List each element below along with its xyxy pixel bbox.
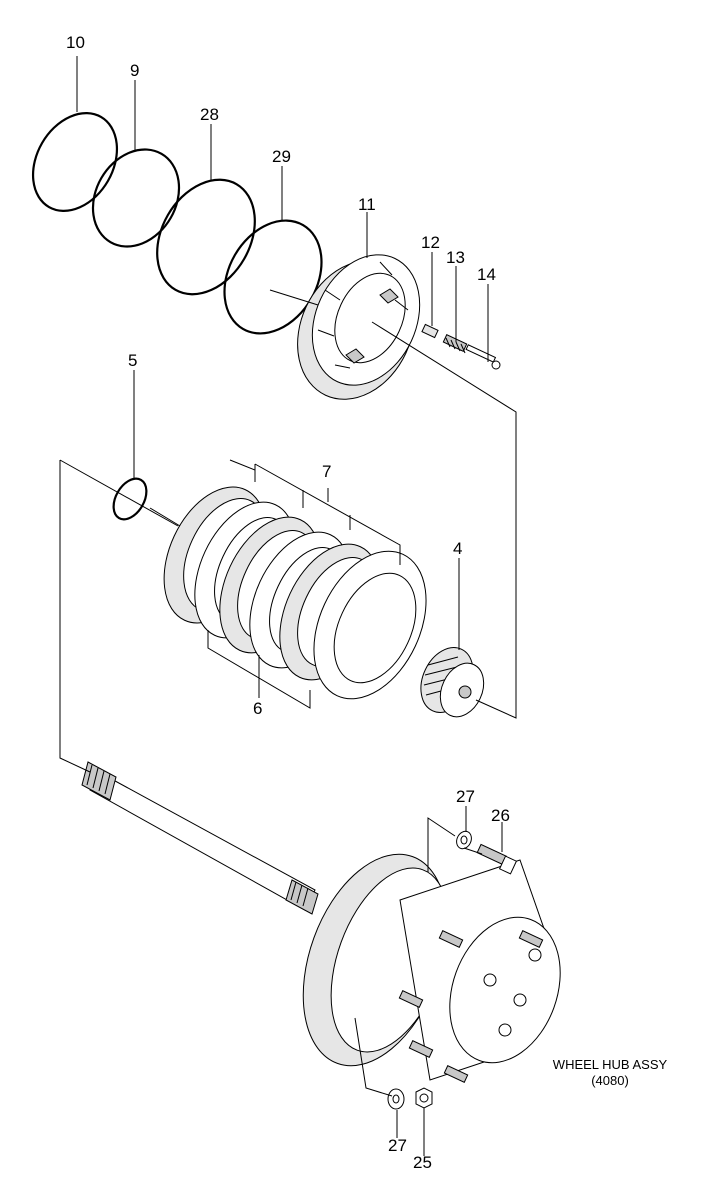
callout-25: 25	[413, 1153, 432, 1172]
callout-4: 4	[453, 539, 463, 558]
callout-14: 14	[477, 265, 496, 284]
o-ring-28	[156, 178, 256, 296]
callout-6: 6	[253, 699, 263, 718]
clutch-hub-4	[420, 647, 485, 718]
wheel-hub-assy	[302, 853, 561, 1083]
callout-12: 12	[421, 233, 440, 252]
bolt-26	[476, 843, 518, 875]
callout-29: 29	[272, 147, 291, 166]
nut-25	[415, 1087, 433, 1109]
piston-11	[297, 254, 421, 400]
callout-27-bottom: 27	[388, 1136, 407, 1155]
callout-13: 13	[446, 248, 465, 267]
pin-12	[421, 323, 439, 339]
washer-27-bottom	[387, 1088, 405, 1110]
pressure-plate-front	[313, 550, 427, 700]
callout-10: 10	[66, 33, 85, 52]
callout-26: 26	[491, 806, 510, 825]
callout-5: 5	[128, 351, 138, 370]
callout-27-top: 27	[456, 787, 475, 806]
callout-11: 11	[358, 195, 376, 214]
spring-13	[442, 334, 468, 354]
axle-shaft	[81, 761, 319, 915]
assembly-caption: WHEEL HUB ASSY (4080)	[534, 1057, 686, 1090]
callout-9: 9	[130, 61, 140, 80]
leader-lines	[59, 56, 517, 1156]
bolt-14	[465, 344, 501, 370]
assembly-caption-ref: (4080)	[591, 1073, 629, 1089]
callout-28: 28	[200, 105, 219, 124]
o-ring-9	[91, 148, 181, 248]
washer-27-top	[456, 830, 472, 850]
assembly-caption-title: WHEEL HUB ASSY	[552, 1057, 668, 1072]
o-ring-10	[31, 112, 119, 212]
callout-7: 7	[322, 462, 332, 481]
